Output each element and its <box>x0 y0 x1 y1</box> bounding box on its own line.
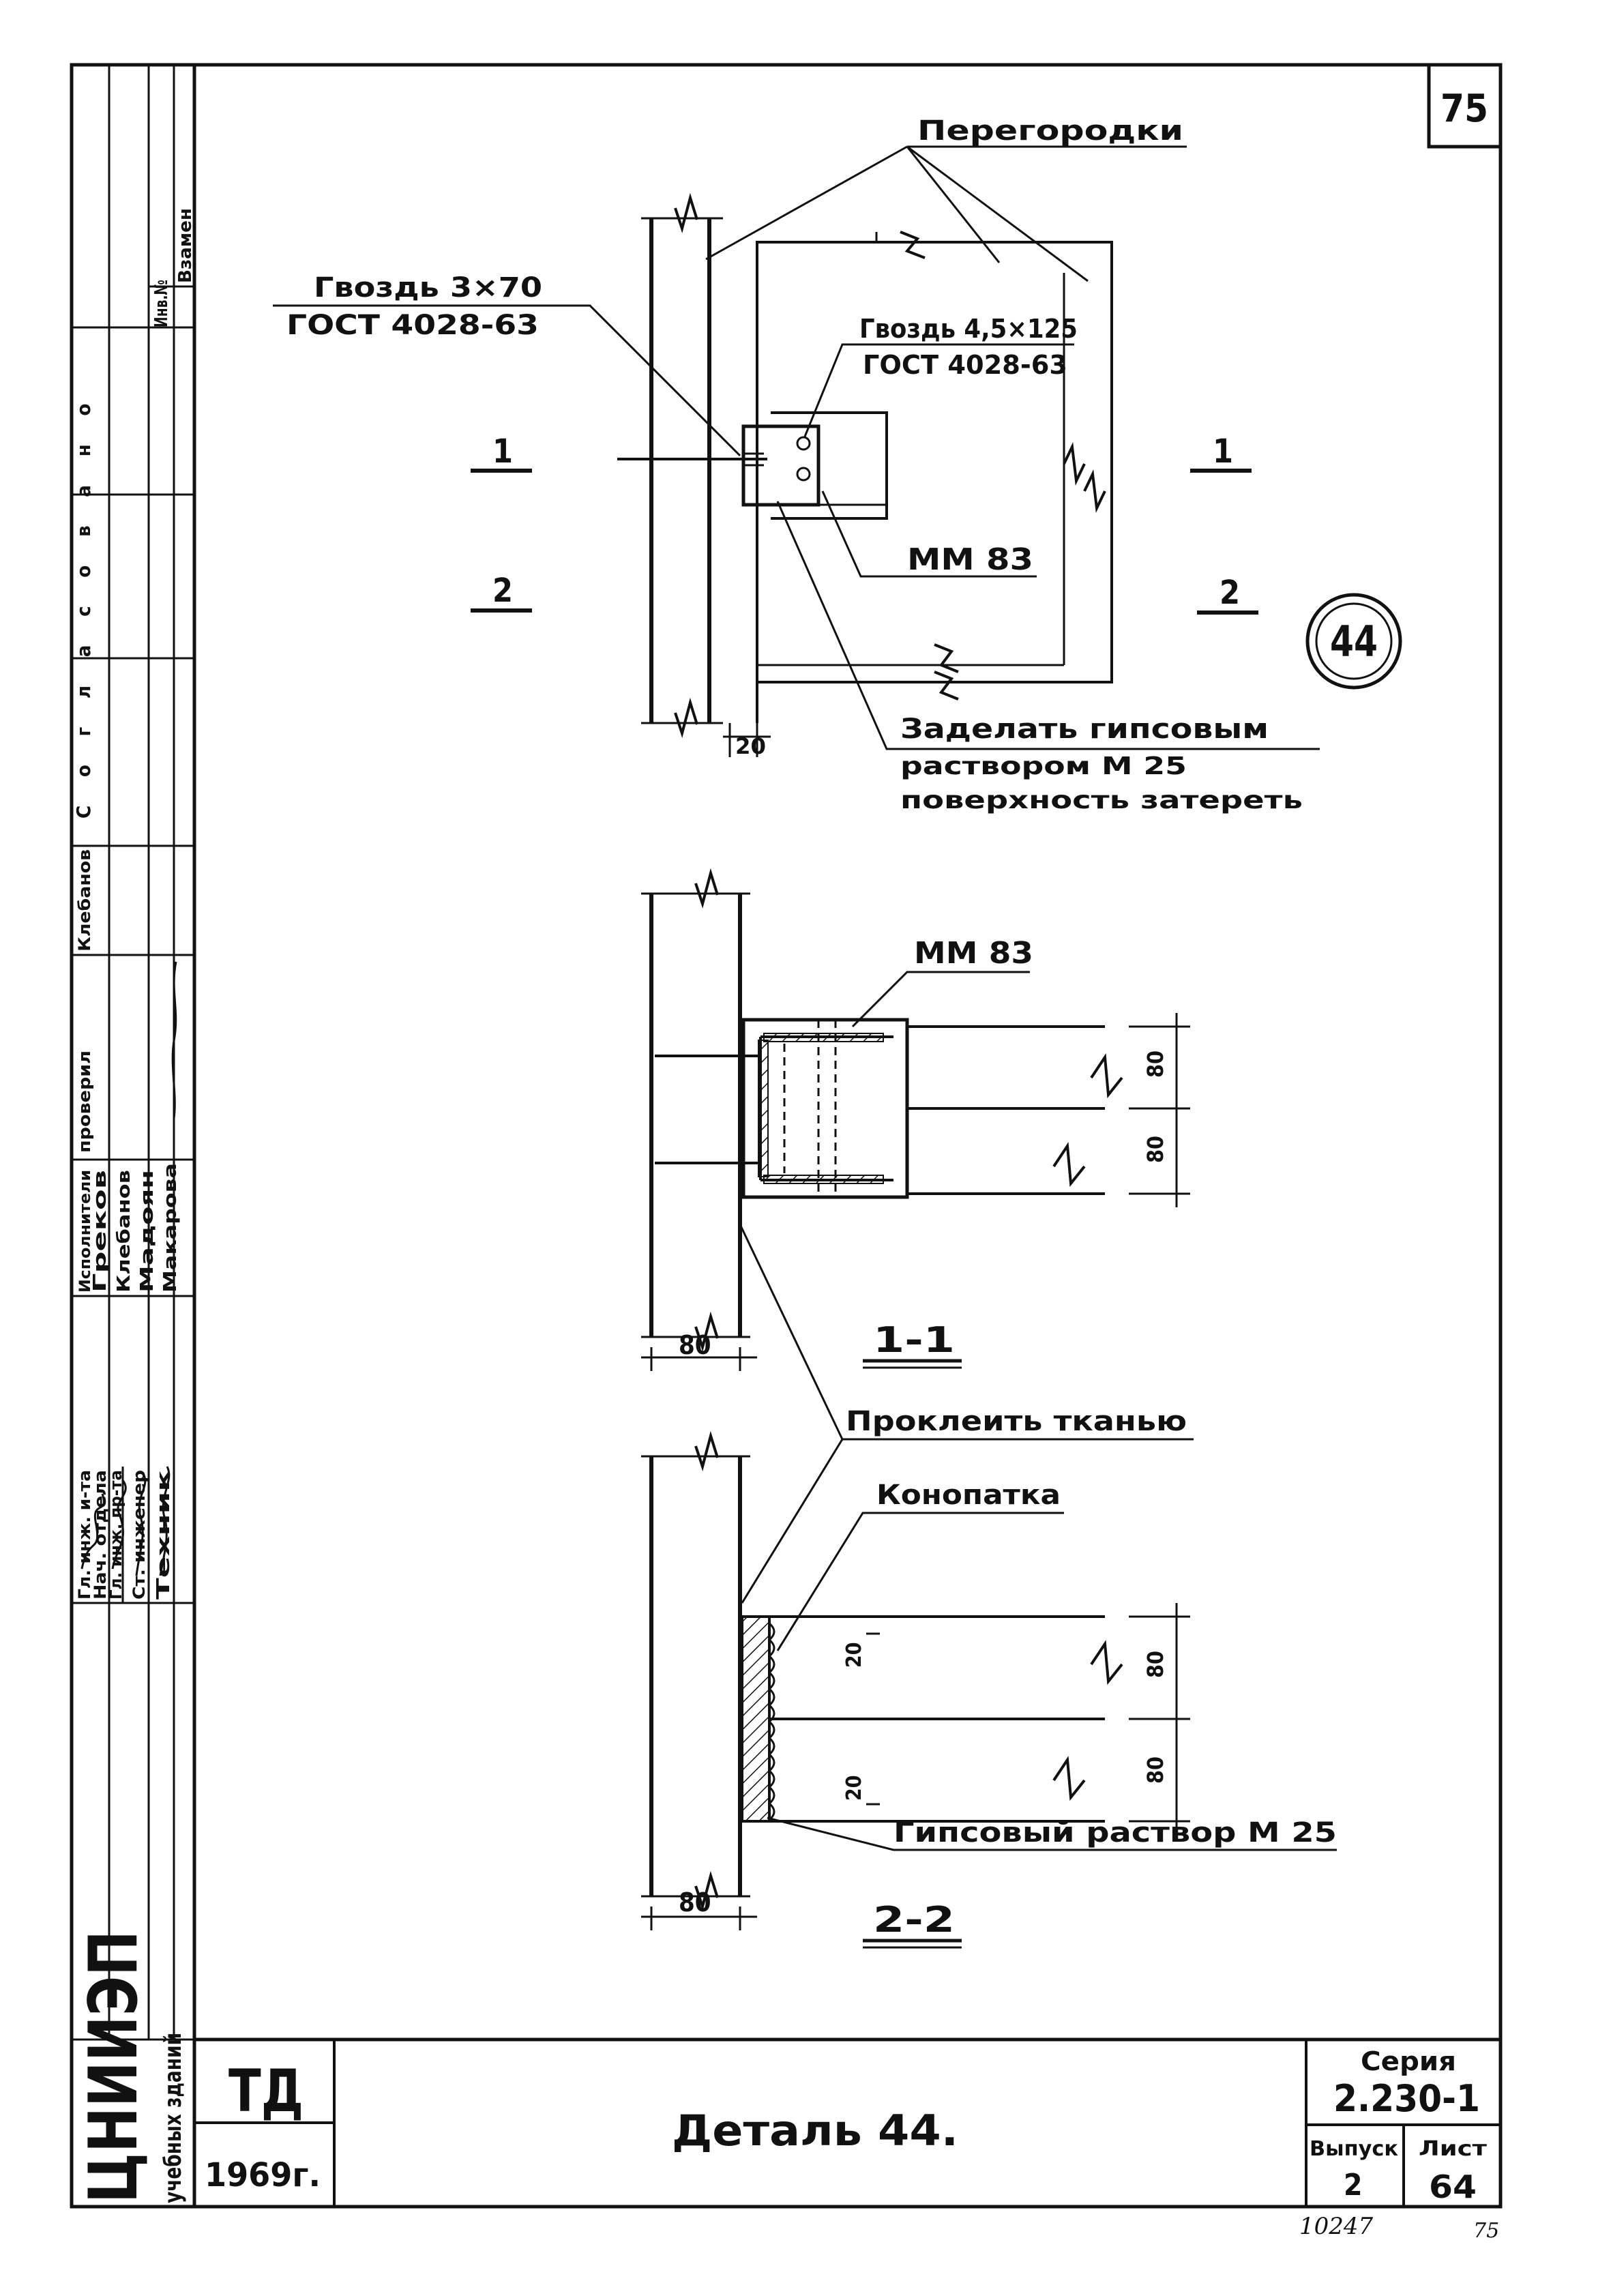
s2-dim-80-a: 80 <box>1142 1651 1168 1678</box>
role-senior: Ст. инженер <box>130 1470 149 1600</box>
s2-title: 2-2 <box>873 1900 955 1941</box>
nail-left-line1: Гвоздь 3×70 <box>314 272 542 304</box>
signatures <box>80 961 177 1576</box>
s2-dim-80-wall: 80 <box>679 1887 711 1917</box>
s1-profile-label: ММ 83 <box>914 936 1033 971</box>
s1-title: 1-1 <box>873 1320 955 1361</box>
seal-line1: Заделать гипсовым <box>900 713 1269 745</box>
col-performers: Исполнители <box>77 1170 94 1293</box>
s2-dim-80-b: 80 <box>1142 1756 1168 1784</box>
plan-dim-20: 20 <box>735 733 766 759</box>
org-name: ЦНИИЭП <box>75 1930 153 2203</box>
cut-2-right: 2 <box>1220 574 1240 612</box>
s1-dim-80-b: 80 <box>1142 1136 1168 1163</box>
approved-label: Согласовано <box>72 375 95 819</box>
profile-label: ММ 83 <box>907 542 1033 577</box>
nail-right-line2: ГОСТ 4028-63 <box>863 350 1067 380</box>
left-strip-text: ЦНИИЭП учебных зданий Гл. инж. и-та Нач.… <box>72 208 196 2203</box>
left-strip <box>72 65 194 2041</box>
page-number: 75 <box>1440 87 1488 131</box>
sheet-frame <box>70 63 1503 2209</box>
checked-label: проверил <box>75 1050 94 1153</box>
plan-labels: Перегородки Гвоздь 3×70 ГОСТ 4028-63 Гво… <box>286 87 1488 814</box>
sheet-value: 64 <box>1429 2168 1477 2205</box>
role-tech: Техник <box>153 1470 174 1600</box>
sheet-label: Лист <box>1419 2137 1487 2161</box>
td-mark: ТД <box>228 2057 304 2125</box>
series-value: 2.230-1 <box>1333 2077 1480 2120</box>
partitions-label: Перегородки <box>917 115 1183 147</box>
role-head: Гл. инж. и-та <box>75 1470 94 1600</box>
cut-1-right: 1 <box>1213 432 1233 471</box>
section-1-1-labels: ММ 83 80 80 80 1-1 <box>679 936 1168 1361</box>
gypsum-label: Гипсовый раствор М 25 <box>893 1817 1337 1849</box>
section-2-2-labels: Проклеить тканью Конопатка 20 20 80 80 8… <box>679 1406 1337 1941</box>
replace-label: Взамен <box>175 208 196 283</box>
name-madoyan: Мадоян <box>137 1170 158 1293</box>
section-1-1 <box>641 868 1190 1371</box>
name-makarova: Макарова <box>160 1163 181 1293</box>
cut-2-left: 2 <box>492 572 513 610</box>
role-dept: Нач. отдела <box>91 1470 110 1600</box>
nail-left-line2: ГОСТ 4028-63 <box>286 310 539 341</box>
issue-label: Выпуск <box>1310 2137 1398 2161</box>
seal-line3: поверхность затереть <box>900 786 1303 814</box>
normcontrol-name: Клебанов <box>75 849 94 952</box>
s1-dim-80-wall: 80 <box>679 1330 711 1360</box>
title-block: ТД 1969г. Деталь 44. Серия 2.230-1 Выпус… <box>205 2046 1487 2205</box>
bottom-page: 75 <box>1473 2219 1499 2243</box>
inv-no-label: Инв.№ <box>151 280 172 327</box>
detail-marker-number: 44 <box>1330 617 1378 666</box>
sheet-title: Деталь 44. <box>672 2106 958 2155</box>
section-2-2 <box>641 1224 1337 1949</box>
bottom-notes: 10247 75 <box>1299 2213 1499 2243</box>
name-grekov: Греков <box>90 1170 110 1293</box>
caulk-label: Конопатка <box>876 1480 1061 1511</box>
series-label: Серия <box>1361 2046 1456 2076</box>
bottom-ref: 10247 <box>1299 2213 1374 2240</box>
glue-fabric-label: Проклеить тканью <box>846 1406 1187 1437</box>
s2-dim-20-a: 20 <box>842 1642 866 1668</box>
nail-right-line1: Гвоздь 4,5×125 <box>859 314 1078 344</box>
s1-dim-80-a: 80 <box>1142 1050 1168 1078</box>
year: 1969г. <box>205 2156 321 2194</box>
org-subtitle: учебных зданий <box>160 2033 187 2203</box>
name-klebanov: Клебанов <box>114 1170 134 1293</box>
s2-dim-20-b: 20 <box>842 1775 866 1801</box>
seal-line2: раствором М 25 <box>900 752 1187 780</box>
issue-value: 2 <box>1344 2168 1363 2203</box>
plan-view <box>273 145 1402 757</box>
cut-1-left: 1 <box>492 432 513 471</box>
